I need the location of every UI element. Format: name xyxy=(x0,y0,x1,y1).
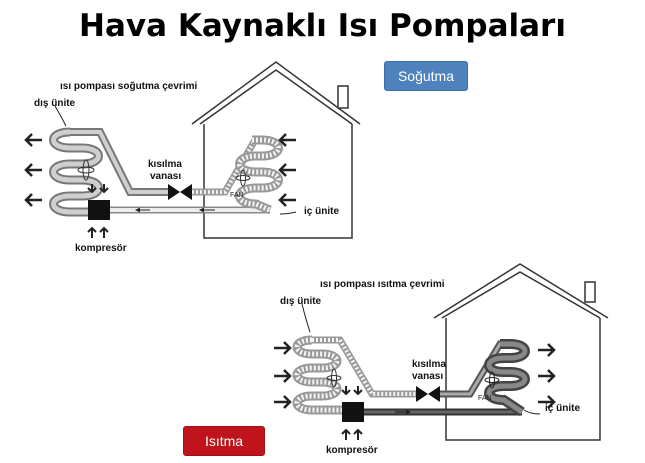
cooling-outdoor-label: dış ünite xyxy=(34,98,76,109)
heating-outdoor-label: dış ünite xyxy=(280,296,322,307)
heating-indoor-coil xyxy=(484,339,530,417)
cooling-compressor xyxy=(88,200,110,220)
heating-expansion-valve xyxy=(416,386,440,402)
cooling-badge: Soğutma xyxy=(384,61,468,91)
cooling-indoor-coil xyxy=(235,135,283,215)
cooling-outdoor-air-arrows xyxy=(24,133,42,207)
cooling-house xyxy=(191,61,361,239)
cooling-valve-label-2: vanası xyxy=(150,171,181,182)
heating-compressor-arrows xyxy=(341,386,363,440)
cooling-diagram: ısı pompası soğutma çevrimi dış ünite kı… xyxy=(24,61,361,254)
heating-compressor xyxy=(342,402,364,422)
heating-diagram: ısı pompası ısıtma çevrimi dış ünite kıs… xyxy=(274,263,609,456)
heating-indoor-label: iç ünite xyxy=(545,403,580,414)
cooling-compressor-label: kompresör xyxy=(75,243,127,254)
heating-cycle-label: ısı pompası ısıtma çevrimi xyxy=(320,279,445,290)
cooling-fan-label: FAN xyxy=(230,192,244,199)
cooling-indoor-label: iç ünite xyxy=(304,206,339,217)
heating-valve-label-2: vanası xyxy=(412,371,443,382)
cooling-valve-label-1: kısılma xyxy=(148,159,182,170)
cooling-indoor-air-arrows xyxy=(278,133,296,207)
heating-house xyxy=(433,263,609,441)
heating-outdoor-air-arrows xyxy=(274,341,292,409)
cooling-outdoor-coil xyxy=(49,127,103,217)
heating-compressor-label: kompresör xyxy=(326,445,378,456)
page-title: Hava Kaynaklı Isı Pompaları xyxy=(79,8,566,44)
heating-badge: Isıtma xyxy=(183,426,265,456)
heating-valve-label-1: kısılma xyxy=(412,359,446,370)
cooling-compressor-arrows xyxy=(87,184,109,238)
cooling-expansion-valve xyxy=(168,184,192,200)
heating-outdoor-coil xyxy=(292,335,342,415)
heating-fan-label: FAN xyxy=(478,395,492,402)
cooling-cycle-label: ısı pompası soğutma çevrimi xyxy=(60,81,197,92)
heating-indoor-air-arrows xyxy=(538,343,556,409)
